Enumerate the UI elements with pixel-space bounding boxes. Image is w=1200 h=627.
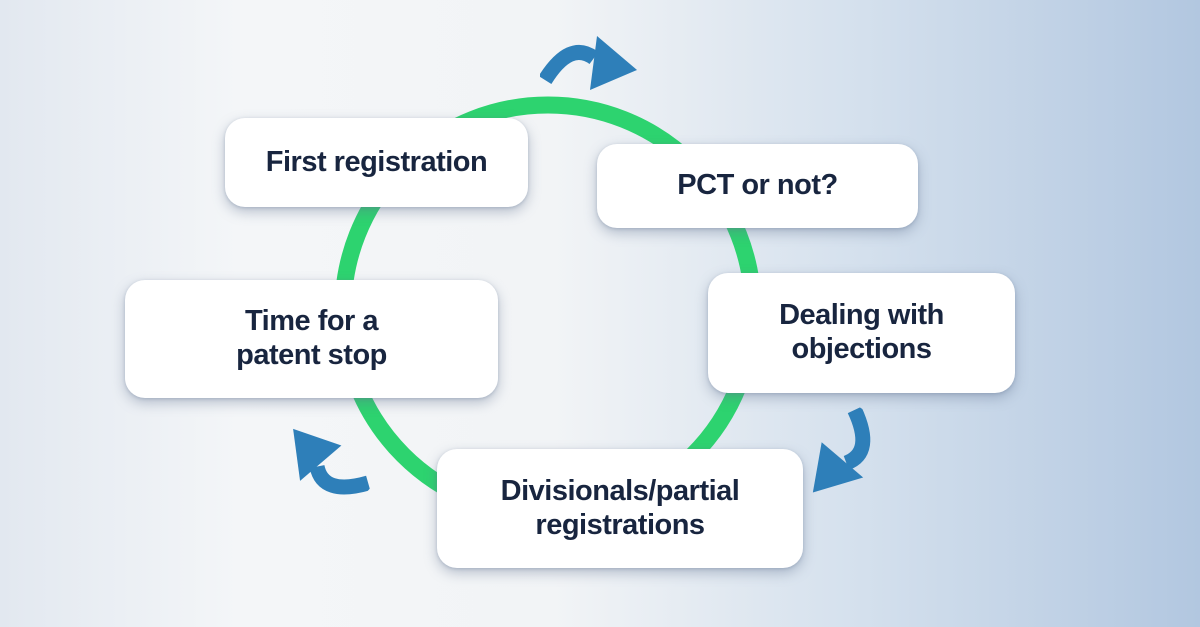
step-box-time-for-a-patent-stop: Time for a patent stop [125, 280, 498, 398]
step-box-dealing-with-objections: Dealing with objections [708, 273, 1015, 393]
step-label-divisionals-partial-registrations: Divisionals/partial registrations [500, 474, 740, 541]
step-label-pct-or-not: PCT or not? [677, 169, 838, 202]
step-label-time-for-a-patent-stop: Time for a patent stop [236, 305, 387, 371]
step-box-pct-or-not: PCT or not? [597, 144, 918, 228]
step-label-dealing-with-objections: Dealing with objections [779, 299, 944, 365]
step-label-first-registration: First registration [265, 145, 488, 178]
flow-arrow-bottom-left-icon [293, 428, 371, 495]
flow-arrow-right-icon [812, 406, 871, 493]
step-box-first-registration: First registration [225, 118, 528, 207]
step-box-divisionals-partial-registrations: Divisionals/partial registrations [437, 449, 803, 568]
flow-arrow-top-icon [540, 36, 637, 90]
